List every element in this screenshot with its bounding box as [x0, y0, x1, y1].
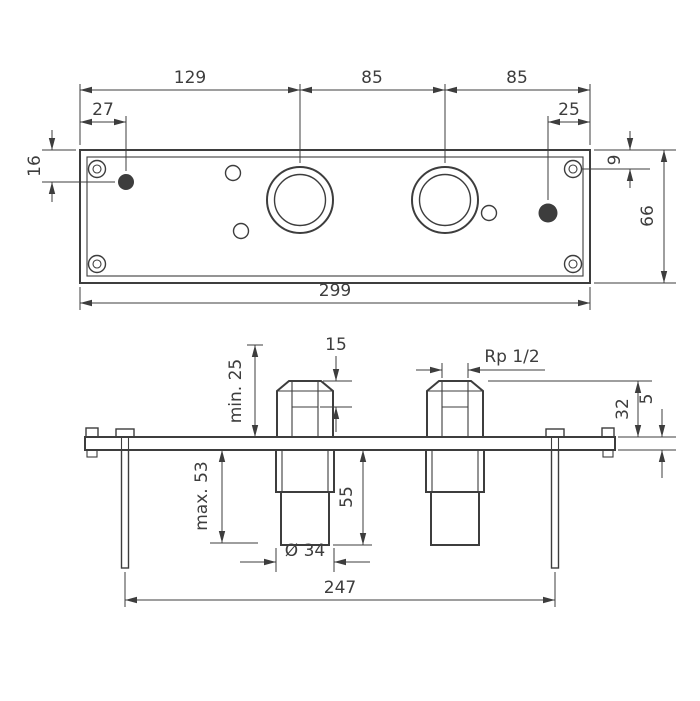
- corner-hole-top-left: [87, 159, 107, 179]
- rail-end-lug-left: [86, 449, 98, 458]
- hex-connector-left: [276, 380, 334, 438]
- dim-27-label: 27: [92, 100, 114, 120]
- dim-15-label: 15: [325, 335, 347, 355]
- valve-port-right: [411, 166, 479, 234]
- dim-5-label: 5: [637, 394, 657, 405]
- dim-9-label: 9: [605, 155, 625, 166]
- valve-body-lower-right: [430, 491, 480, 546]
- corner-hole-bottom-left: [87, 254, 107, 274]
- valve-body-lower-left: [280, 491, 330, 546]
- clamp-screw-right: [545, 428, 565, 569]
- dim-16-label: 16: [25, 155, 45, 177]
- dim-299-label: 299: [319, 281, 351, 301]
- dim-55-label: 55: [337, 486, 357, 508]
- dim-129-label: 129: [174, 68, 206, 88]
- corner-hole-bottom-right: [563, 254, 583, 274]
- hex-connector-right: [426, 380, 484, 438]
- dim-247-label: 247: [324, 578, 356, 598]
- dim-rp12-label: Rp 1/2: [484, 347, 539, 367]
- dim-max53-label: max. 53: [192, 461, 212, 530]
- dim-66-label: 66: [638, 205, 658, 227]
- side-view-extension-lines: [124, 344, 676, 607]
- dim-85a-label: 85: [361, 68, 383, 88]
- side-view: min. 25 15 Rp 1/2 32 5 55 max. 53 Ø 34 2…: [84, 335, 676, 607]
- dim-min25-label: min. 25: [226, 359, 246, 424]
- dim-dia34-label: Ø 34: [285, 541, 325, 561]
- fixing-hole-left: [118, 174, 134, 190]
- rail-end-tab-right: [601, 427, 615, 438]
- valve-body-upper-left: [275, 449, 335, 493]
- valve-body-upper-right: [425, 449, 485, 493]
- plate-inner-edge: [86, 156, 584, 277]
- side-view-dimension-lines: [125, 345, 666, 604]
- corner-hole-top-right: [563, 159, 583, 179]
- small-hole-3: [480, 204, 498, 222]
- valve-port-left: [266, 166, 334, 234]
- dim-32-label: 32: [613, 398, 633, 420]
- rail-end-tab-left: [85, 427, 99, 438]
- clamp-screw-left: [115, 428, 135, 569]
- valve-left: [275, 380, 335, 546]
- mounting-rail: [84, 436, 616, 451]
- dim-85b-label: 85: [506, 68, 528, 88]
- small-hole-2: [232, 222, 250, 240]
- dim-25-label: 25: [558, 100, 580, 120]
- valve-right: [425, 380, 485, 546]
- top-view-dimension-lines: [48, 86, 668, 307]
- rail-end-lug-right: [602, 449, 614, 458]
- small-hole-1: [224, 164, 242, 182]
- top-view: 129 85 85 27 25 16 9 66 299: [25, 68, 676, 310]
- fixing-hole-right: [538, 203, 558, 223]
- top-view-extension-lines: [42, 84, 676, 310]
- plate-outline: [79, 149, 591, 284]
